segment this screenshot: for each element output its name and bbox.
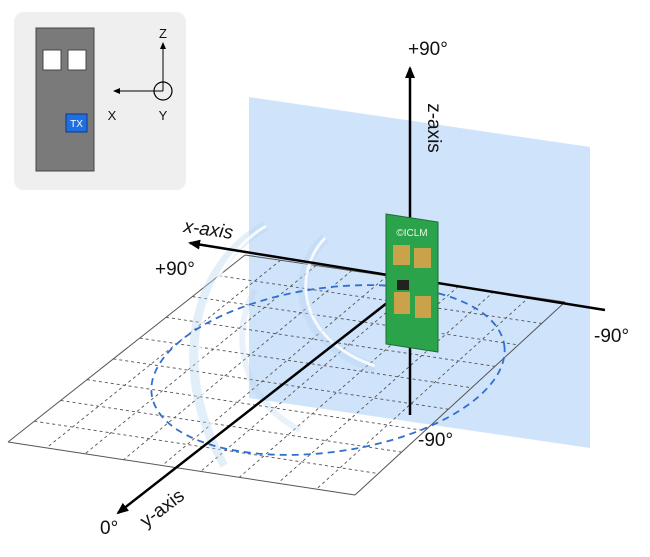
x-positive-label: +90°	[155, 259, 195, 280]
device-window-right	[67, 49, 87, 71]
grid-line	[34, 420, 379, 475]
pcb-pad-1	[393, 245, 410, 265]
radiation-waves	[189, 221, 377, 468]
z-bottom-label: -90°	[418, 430, 453, 451]
grid-line	[218, 275, 542, 324]
x-axis-label: x-axis	[181, 216, 235, 244]
wave-arc-inner-highlight	[304, 236, 376, 368]
device-body	[35, 27, 95, 172]
grid-line	[165, 316, 496, 367]
pcb-pad-2	[414, 248, 431, 268]
tx-box	[65, 113, 88, 133]
y-axis-line	[116, 284, 411, 515]
pcb-pad-4	[415, 296, 431, 318]
y-zero-label: 0°	[100, 518, 118, 539]
radiation-pattern-ellipse	[150, 284, 506, 456]
pcb-chip	[397, 280, 409, 290]
grid-line	[354, 301, 566, 496]
grid-line	[139, 337, 472, 389]
wave-arc-outer-highlight	[198, 224, 267, 466]
grid-line	[123, 270, 352, 461]
grid-line	[46, 259, 281, 449]
inset-z-label: Z	[159, 26, 167, 41]
grid-line	[192, 296, 519, 346]
grid-line	[113, 358, 449, 410]
pcb-pad-3	[394, 292, 410, 314]
grid-line	[161, 275, 388, 466]
grid-line	[7, 254, 246, 443]
grid-line	[7, 441, 356, 496]
pcb-brand-label: ©ICLM	[396, 228, 427, 239]
z-top-label: +90°	[408, 39, 448, 60]
wave-arc-mid	[239, 288, 302, 433]
tx-label: TX	[70, 119, 83, 130]
inset-y-circle	[153, 81, 173, 101]
pcb-board: ©ICLM	[385, 213, 439, 353]
inset-y-label: Y	[159, 108, 168, 123]
z-axis-label: z-axis	[423, 103, 444, 153]
device-window-left	[42, 49, 62, 71]
inset-x-label: X	[108, 108, 117, 123]
grid-line	[277, 291, 495, 484]
x-negative-label: -90°	[594, 326, 629, 347]
orientation-inset: TX Z X Y	[14, 12, 186, 190]
